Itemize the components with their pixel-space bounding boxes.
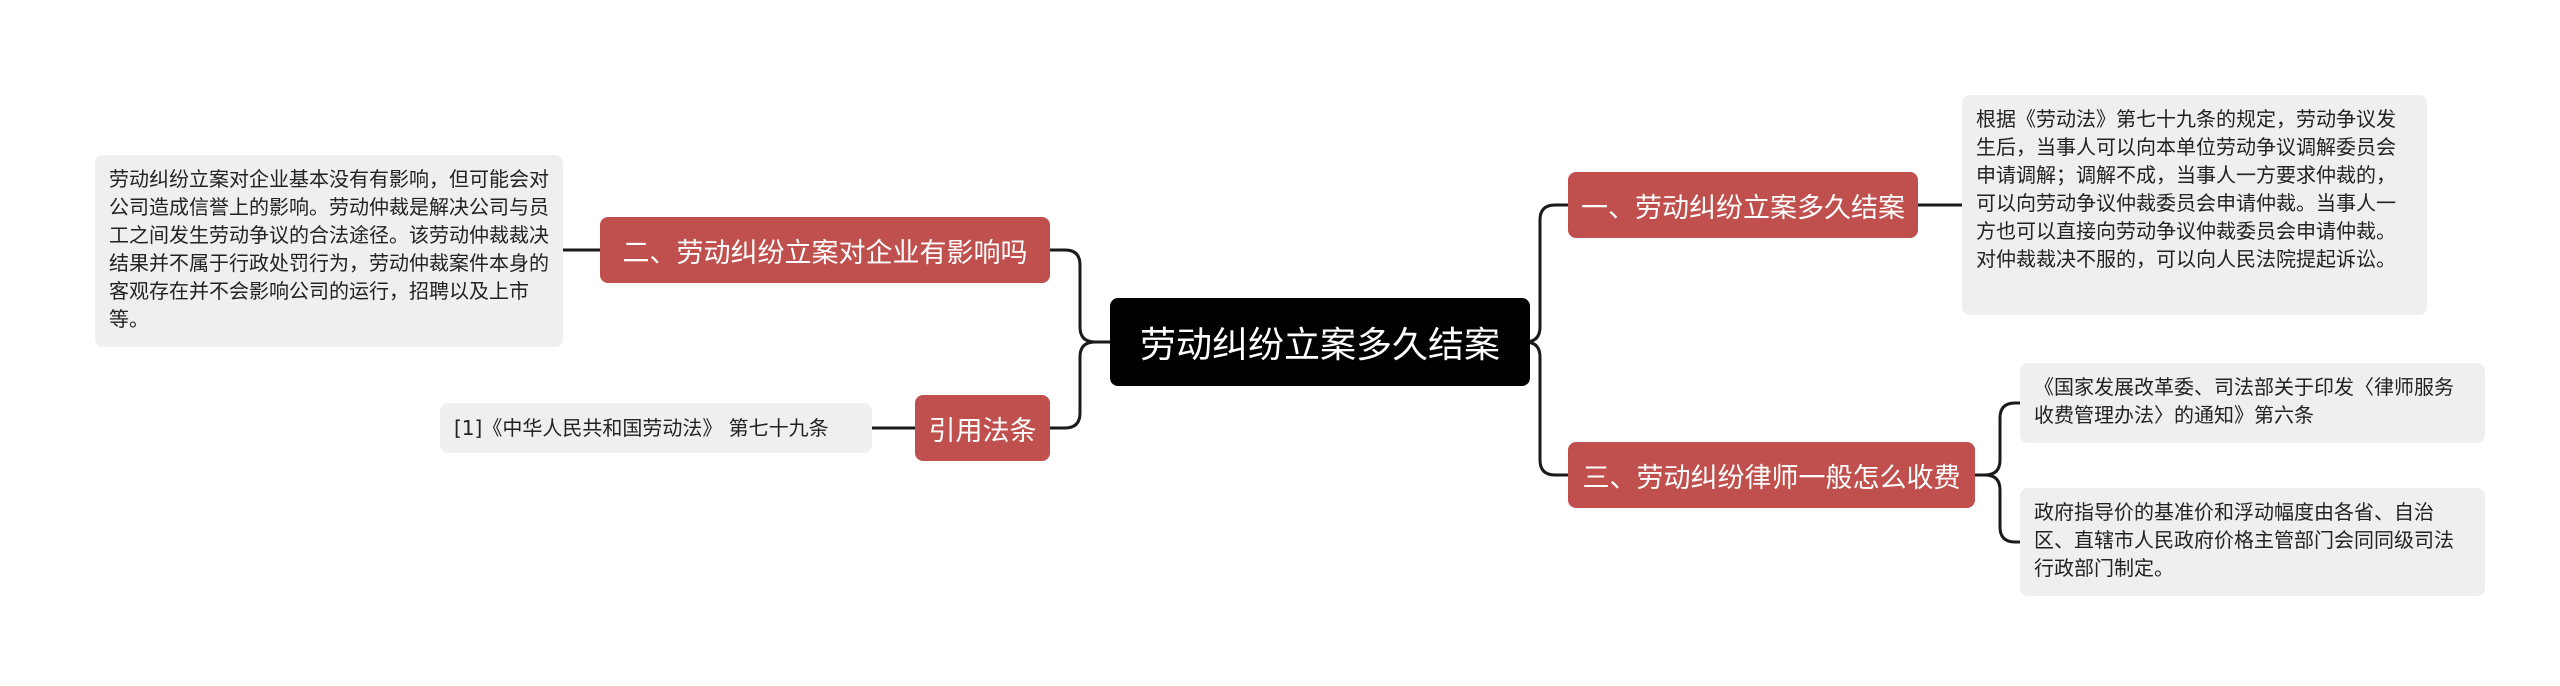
root-topic[interactable]: 劳动纠纷立案多久结案: [1110, 298, 1530, 386]
leaf-topic-2-2[interactable]: 政府指导价的基准价和浮动幅度由各省、自治区、直辖市人民政府价格主管部门会同同级司…: [2020, 488, 2485, 596]
branch-topic-2[interactable]: 三、劳动纠纷律师一般怎么收费: [1568, 442, 1975, 508]
leaf-topic-4-1[interactable]: [1]《中华人民共和国劳动法》 第七十九条: [440, 403, 872, 453]
leaf-topic-1-1[interactable]: 根据《劳动法》第七十九条的规定，劳动争议发生后，当事人可以向本单位劳动争议调解委…: [1962, 95, 2427, 315]
leaf-topic-3-1[interactable]: 劳动纠纷立案对企业基本没有有影响，但可能会对公司造成信誉上的影响。劳动仲裁是解决…: [95, 155, 563, 347]
branch-topic-1[interactable]: 一、劳动纠纷立案多久结案: [1568, 172, 1918, 238]
leaf-topic-2-1[interactable]: 《国家发展改革委、司法部关于印发〈律师服务收费管理办法〉的通知》第六条: [2020, 363, 2485, 443]
connector-root-branch-2: [1524, 340, 1568, 477]
connector-root-branch-4: [1050, 340, 1110, 430]
branch-topic-4[interactable]: 引用法条: [915, 395, 1050, 461]
connector-branch-2-leaf-2: [1975, 473, 2020, 544]
connector-root-branch-3: [1050, 248, 1110, 344]
connector-branch-2-leaf-1: [1975, 401, 2020, 477]
connector-root-branch-1: [1524, 203, 1568, 344]
branch-topic-3[interactable]: 二、劳动纠纷立案对企业有影响吗: [600, 217, 1050, 283]
